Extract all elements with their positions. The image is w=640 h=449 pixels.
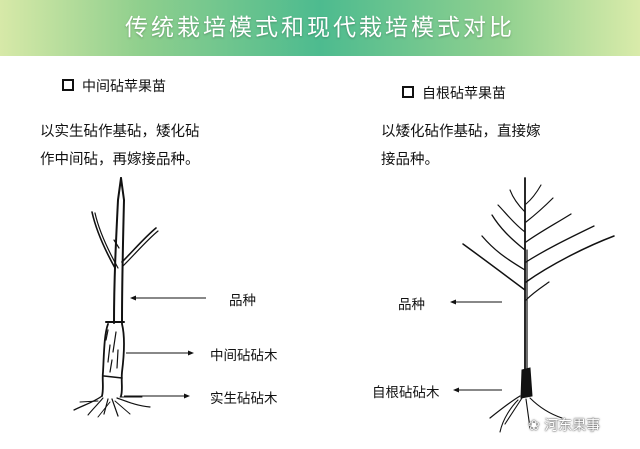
label-variety-right: 品种 xyxy=(398,297,425,313)
square-bullet-icon xyxy=(402,86,414,98)
title-banner xyxy=(0,0,640,56)
right-description-line: 以矮化砧作基砧，直接嫁 xyxy=(381,124,541,140)
page-title: 传统栽培模式和现代栽培模式对比 xyxy=(125,15,515,41)
interstock-seedling-drawing xyxy=(73,177,159,418)
left-heading: 中间砧苹果苗 xyxy=(62,76,166,96)
left-description-line: 以实生砧作基砧，矮化砧 xyxy=(40,124,200,140)
left-description: 以实生砧作基砧，矮化砧 作中间砧，再嫁接品种。 xyxy=(40,118,200,174)
right-description: 以矮化砧作基砧，直接嫁 接品种。 xyxy=(381,118,541,174)
watermark-text: 河东果事 xyxy=(544,418,601,434)
clonal-seedling-drawing xyxy=(462,177,615,433)
label-arrows xyxy=(124,295,502,399)
square-bullet-icon xyxy=(62,79,74,91)
watermark: ❀ 河东果事 xyxy=(528,415,600,435)
right-heading: 自根砧苹果苗 xyxy=(402,83,506,103)
right-description-line: 接品种。 xyxy=(381,152,439,168)
label-seedling-rootstock: 实生砧砧木 xyxy=(210,391,278,407)
label-clonal-rootstock: 自根砧砧木 xyxy=(372,385,440,401)
clonal-rootstock-segment xyxy=(520,367,533,399)
left-description-line: 作中间砧，再嫁接品种。 xyxy=(40,152,200,168)
label-variety-left: 品种 xyxy=(229,293,256,309)
right-heading-text: 自根砧苹果苗 xyxy=(422,86,506,102)
label-interstock: 中间砧砧木 xyxy=(210,348,278,364)
left-heading-text: 中间砧苹果苗 xyxy=(82,79,166,95)
wechat-icon: ❀ xyxy=(528,418,540,434)
